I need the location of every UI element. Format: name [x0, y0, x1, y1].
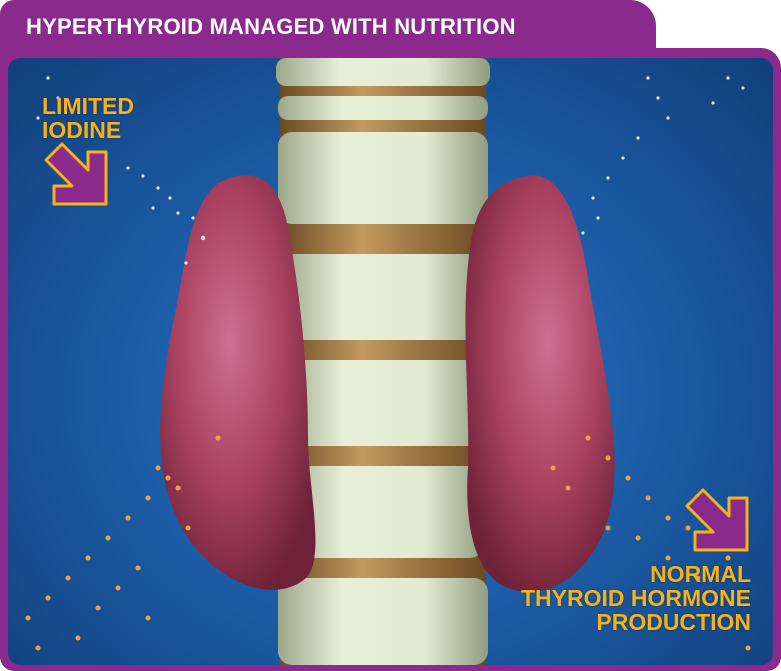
arrow-down-right-icon	[40, 138, 114, 212]
title-tab: HYPERTHYROID MANAGED WITH NUTRITION	[0, 0, 656, 52]
label-line: NORMAL	[521, 562, 751, 586]
label-line: LIMITED	[42, 94, 134, 118]
limited-iodine-label: LIMITED IODINE	[42, 94, 134, 142]
label-line: THYROID HORMONE	[521, 586, 751, 610]
arrow-down-right-icon	[681, 484, 755, 558]
normal-production-label: NORMAL THYROID HORMONE PRODUCTION	[521, 562, 751, 634]
page-title: HYPERTHYROID MANAGED WITH NUTRITION	[26, 14, 516, 40]
thyroid-right-lobe	[465, 175, 614, 591]
label-line: IODINE	[42, 118, 134, 142]
label-line: PRODUCTION	[521, 610, 751, 634]
